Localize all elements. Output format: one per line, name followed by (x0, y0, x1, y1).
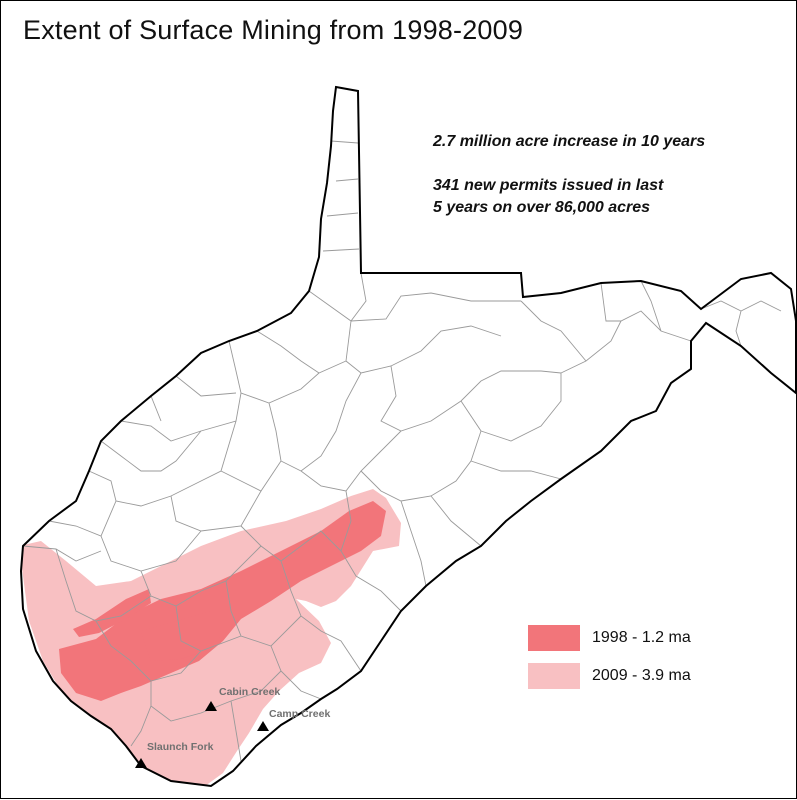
camp-creek-label: Camp Creek (269, 708, 330, 720)
mining-extent-1998-branch (141, 611, 226, 661)
legend-item-2009: 2009 - 3.9 ma (528, 663, 691, 689)
camp-creek-triangle-icon (257, 721, 269, 731)
legend-swatch-2009 (528, 663, 580, 689)
legend-label-1998: 1998 - 1.2 ma (592, 629, 691, 646)
legend-label-2009: 2009 - 3.9 ma (592, 667, 691, 684)
slaunch-fork-triangle-icon (135, 758, 147, 768)
slaunch-fork-label: Slaunch Fork (147, 741, 214, 753)
legend-item-1998: 1998 - 1.2 ma (528, 625, 691, 651)
mining-extent-1998-arm (73, 589, 151, 637)
county-boundaries (22, 140, 782, 762)
legend: 1998 - 1.2 ma 2009 - 3.9 ma (528, 625, 691, 701)
mining-extent-1998 (59, 501, 386, 701)
legend-swatch-1998 (528, 625, 580, 651)
cabin-creek-triangle-icon (205, 701, 217, 711)
cabin-creek-label: Cabin Creek (219, 686, 280, 698)
stats-line-acre-increase: 2.7 million acre increase in 10 years (433, 133, 706, 150)
stats-line-acres: 5 years on over 86,000 acres (433, 199, 651, 216)
stats-line-permits: 341 new permits issued in last (433, 177, 664, 194)
stats-annotation: 2.7 million acre increase in 10 years 34… (433, 131, 705, 219)
state-border (19, 85, 797, 788)
map-title: Extent of Surface Mining from 1998-2009 (23, 15, 524, 45)
